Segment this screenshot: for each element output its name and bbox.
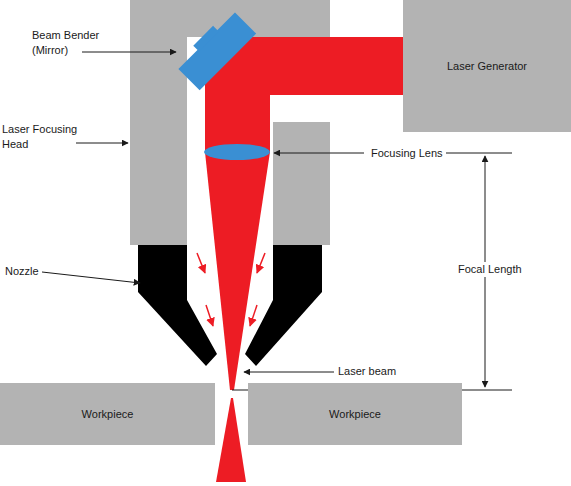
callout-label: Laser Focusing Head — [2, 122, 84, 152]
callout-label: Nozzle — [5, 264, 39, 279]
beam-bender-mirror — [174, 8, 256, 90]
callout-label: Beam Bender (Mirror) — [32, 28, 104, 58]
leader-lines — [42, 52, 364, 372]
node-label: Workpiece — [82, 408, 134, 420]
gas-flow-arrows — [197, 253, 265, 326]
workpiece-block: Workpiece — [0, 383, 215, 445]
workpiece-block: Workpiece — [248, 383, 462, 445]
node-label: Workpiece — [329, 408, 381, 420]
callout-label: Laser beam — [338, 364, 396, 379]
node-label: Laser Generator — [447, 60, 527, 72]
callout-label: Focusing Lens — [368, 146, 446, 161]
dimension-label: Focal Length — [455, 262, 525, 277]
nozzle — [138, 245, 322, 366]
focusing-lens — [204, 144, 270, 160]
laser-generator-box: Laser Generator — [403, 0, 571, 132]
